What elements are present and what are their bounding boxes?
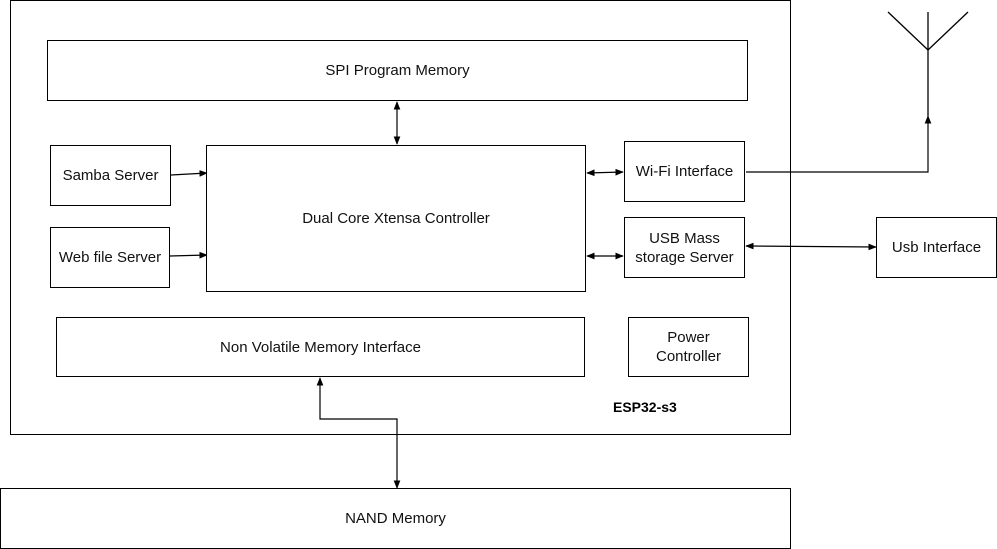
- wifi-interface-block: Wi-Fi Interface: [624, 141, 745, 202]
- nvm-nand-link: [316, 377, 401, 489]
- usbmass-usbiface-link: [745, 242, 877, 251]
- controller-wifi-link: [586, 168, 624, 177]
- nand-memory-block: NAND Memory: [0, 488, 791, 549]
- usb-mass-storage-block: USB Mass storage Server: [624, 217, 745, 278]
- spi-program-memory-block: SPI Program Memory: [47, 40, 748, 101]
- wifi-antenna-link: [746, 115, 932, 173]
- antenna-icon: [887, 11, 969, 116]
- dual-core-controller-block: Dual Core Xtensa Controller: [206, 145, 586, 292]
- samba-server-block: Samba Server: [50, 145, 171, 206]
- web-file-server-block: Web file Server: [50, 227, 170, 288]
- nvm-interface-block: Non Volatile Memory Interface: [56, 317, 585, 377]
- samba-controller-link: [170, 170, 208, 177]
- chip-label: ESP32-s3: [613, 399, 677, 415]
- usb-interface-block: Usb Interface: [876, 217, 997, 278]
- web-controller-link: [169, 251, 208, 259]
- power-controller-block: Power Controller: [628, 317, 749, 377]
